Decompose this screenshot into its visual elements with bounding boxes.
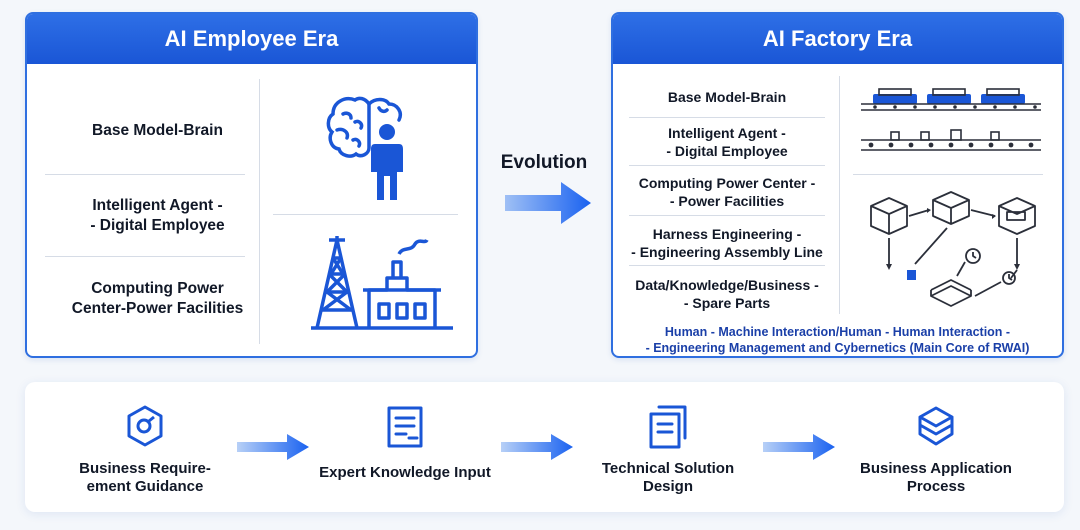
left-row-computing-power: Computing Power Center-Power Facilities xyxy=(45,279,270,319)
factory-with-tower-icon xyxy=(311,236,453,330)
right-row-computing-power: Computing Power Center - - Power Facilit… xyxy=(623,174,831,210)
evolution-label: Evolution xyxy=(500,152,588,173)
right-divider-4 xyxy=(629,265,825,266)
ai-employee-era-panel: AI Employee Era Base Model-Brain Intelli… xyxy=(25,12,478,358)
assembly-line-icon xyxy=(861,129,1041,151)
left-divider-1 xyxy=(45,174,245,175)
left-icon-divider xyxy=(273,214,458,215)
interaction-footer-note: Human - Machine Interaction/Human - Huma… xyxy=(613,324,1062,356)
left-row-1-line1: Base Model-Brain xyxy=(92,122,223,139)
right-row-1-line1: Base Model-Brain xyxy=(667,89,787,105)
right-panel-title: AI Factory Era xyxy=(613,14,1062,64)
right-row-data-knowledge: Data/Knowledge/Business - - Spare Parts xyxy=(623,276,831,312)
left-row-3-line1: Computing Power xyxy=(91,280,224,297)
conveyor-belt-icon xyxy=(861,88,1041,111)
left-row-2-line2: - Digital Employee xyxy=(90,217,225,234)
process-step-2-label: Expert Knowledge Input xyxy=(295,464,515,482)
right-row-5-line2: - Spare Parts xyxy=(683,295,771,311)
stacked-documents-icon xyxy=(649,405,687,449)
footer-note-line1: Human - Machine Interaction/Human - Huma… xyxy=(664,325,1011,339)
right-row-2-line1: Intelligent Agent - xyxy=(668,125,786,141)
process-step-4-line1: Business Application xyxy=(860,460,1012,477)
right-arrow-icon xyxy=(505,182,591,224)
right-divider-1 xyxy=(629,117,825,118)
right-divider-3 xyxy=(629,215,825,216)
process-arrow-3 xyxy=(763,434,835,460)
right-row-3-line1: Computing Power Center - xyxy=(638,175,816,191)
brain-with-person-icon xyxy=(326,96,403,200)
layers-icon xyxy=(918,406,954,446)
right-row-4-line2: - Engineering Assembly Line xyxy=(631,244,823,260)
right-row-base-model: Base Model-Brain xyxy=(623,88,831,106)
process-step-1-line1: Business Require- xyxy=(79,460,211,477)
process-step-3-line1: Technical Solution xyxy=(601,460,735,477)
right-row-3-line2: - Power Facilities xyxy=(669,193,785,209)
left-divider-2 xyxy=(45,256,245,257)
footer-note-line2: - Engineering Management and Cybernetics… xyxy=(645,341,1030,355)
left-row-2-line1: Intelligent Agent - xyxy=(92,197,223,214)
document-icon xyxy=(387,406,423,448)
right-row-2-line2: - Digital Employee xyxy=(666,143,788,159)
process-step-business-requirement: Business Require- ement Guidance xyxy=(60,382,230,512)
process-step-1-label: Business Require- ement Guidance xyxy=(60,460,230,496)
process-arrow-2 xyxy=(501,434,573,460)
right-row-intelligent-agent: Intelligent Agent - - Digital Employee xyxy=(623,124,831,160)
process-flow-panel: Business Require- ement Guidance Expert … xyxy=(25,382,1064,512)
right-divider-vertical xyxy=(839,76,840,314)
left-row-intelligent-agent: Intelligent Agent - - Digital Employee xyxy=(45,196,270,236)
left-divider-vertical xyxy=(259,79,260,344)
hexagon-target-icon xyxy=(127,405,163,447)
left-row-base-model: Base Model-Brain xyxy=(45,121,270,141)
process-step-1-line2: ement Guidance xyxy=(86,478,204,495)
workflow-boxes-icon xyxy=(870,191,1036,307)
process-step-4-label: Business Application Process xyxy=(851,460,1021,496)
process-step-3-label: Technical Solution Design xyxy=(583,460,753,496)
process-step-business-application: Business Application Process xyxy=(851,382,1021,512)
right-row-5-line1: Data/Knowledge/Business - xyxy=(635,277,819,293)
process-step-3-line2: Design xyxy=(642,478,693,495)
left-panel-title: AI Employee Era xyxy=(27,14,476,64)
process-step-expert-knowledge: Expert Knowledge Input xyxy=(295,382,515,512)
ai-factory-era-panel: AI Factory Era Base Model-Brain Intellig… xyxy=(611,12,1064,358)
process-step-2-line1: Expert Knowledge Input xyxy=(319,464,491,481)
right-divider-2 xyxy=(629,165,825,166)
right-row-harness-engineering: Harness Engineering - - Engineering Asse… xyxy=(623,225,831,261)
process-step-technical-solution: Technical Solution Design xyxy=(583,382,753,512)
right-row-4-line1: Harness Engineering - xyxy=(652,226,802,242)
right-icon-divider xyxy=(853,174,1043,175)
left-row-3-line2: Center-Power Facilities xyxy=(71,300,244,317)
process-arrow-1 xyxy=(237,434,309,460)
process-step-4-line2: Process xyxy=(906,478,966,495)
